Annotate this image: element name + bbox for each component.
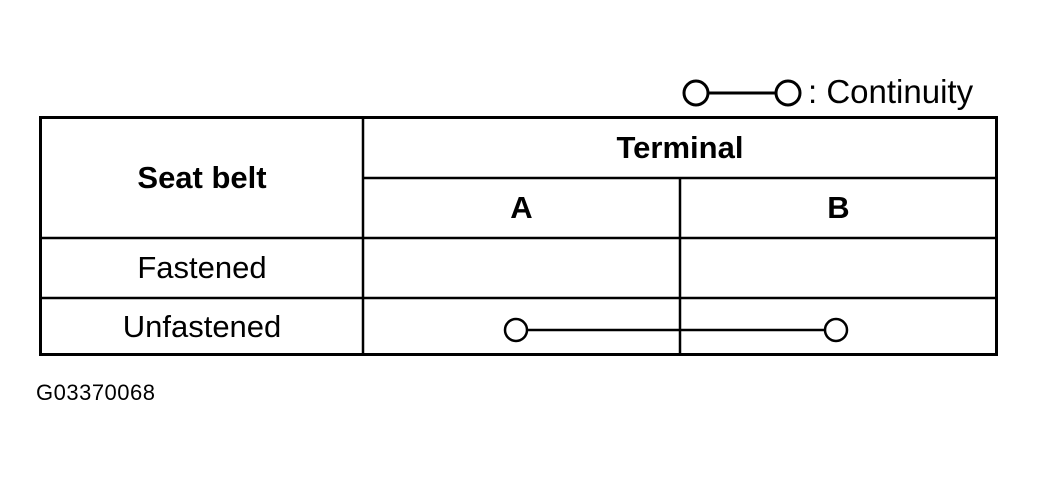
terminal-a-dot xyxy=(503,317,529,343)
continuity-connection xyxy=(503,317,849,343)
terminal-b-dot xyxy=(823,317,849,343)
row-label-fastened: Fastened xyxy=(137,250,267,285)
table-border xyxy=(39,116,998,356)
header-terminal-b: B xyxy=(827,190,850,225)
continuity-symbol-icon xyxy=(682,79,802,107)
row-label-unfastened: Unfastened xyxy=(122,308,282,344)
header-terminal: Terminal xyxy=(616,130,744,165)
continuity-legend: : Continuity xyxy=(680,70,1010,114)
legend-label: : Continuity xyxy=(808,73,974,110)
figure-id: G03370068 xyxy=(36,380,156,405)
header-terminal-a: A xyxy=(510,190,533,225)
header-seat-belt: Seat belt xyxy=(137,160,267,195)
